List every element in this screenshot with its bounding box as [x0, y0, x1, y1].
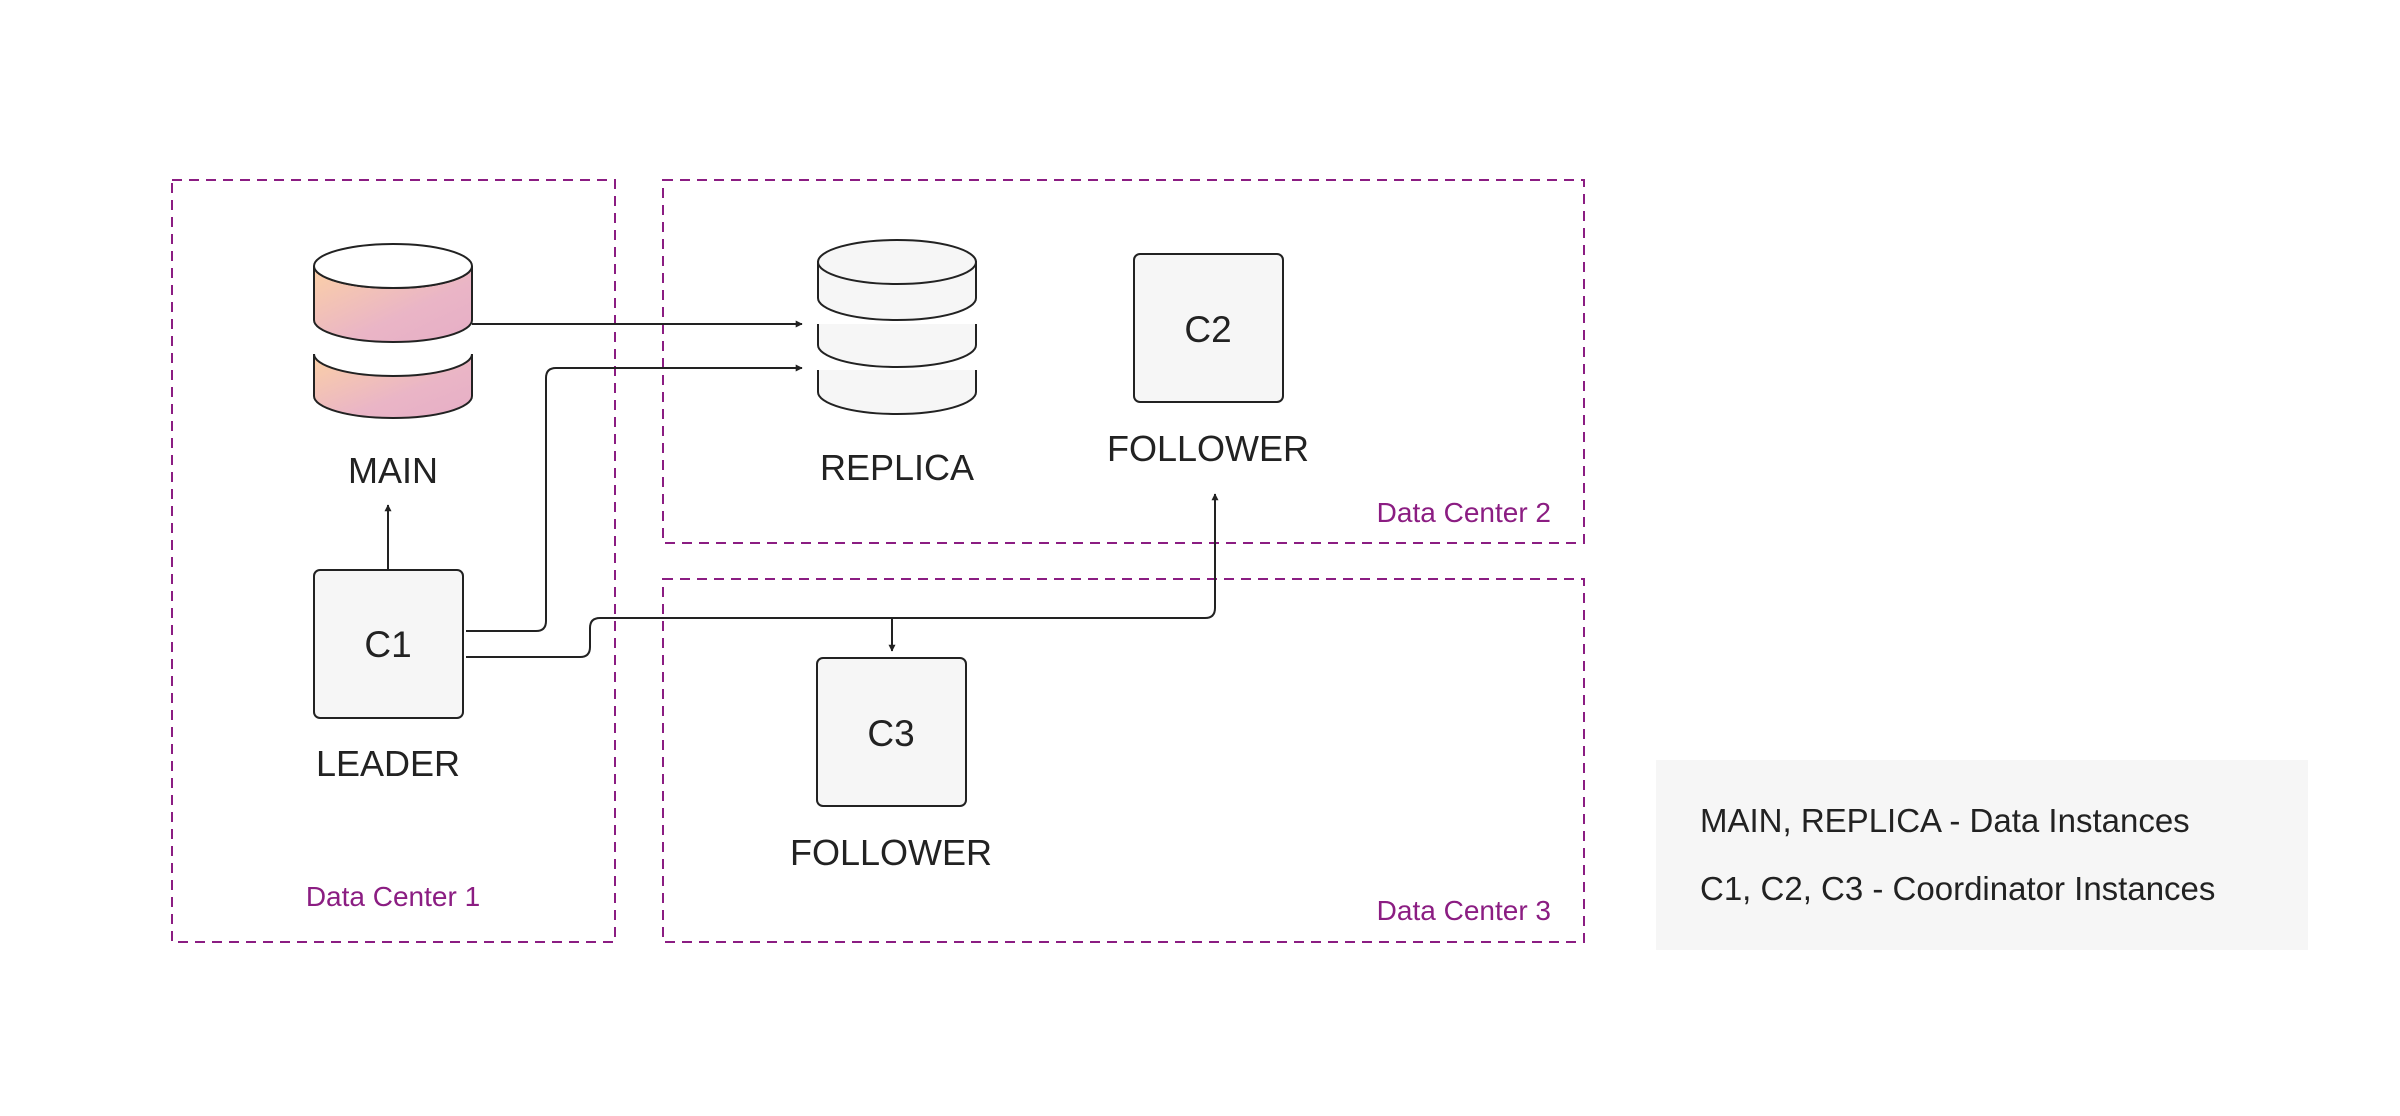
coordinator-c1: C1 LEADER [313, 569, 464, 784]
coordinator-role-c2: FOLLOWER [1107, 428, 1309, 469]
connections [384, 320, 1219, 658]
coordinator-name-c2: C2 [1184, 309, 1231, 350]
coordinator-c3: C3 FOLLOWER [790, 657, 992, 873]
region-label-data-center-1: Data Center 1 [306, 881, 480, 912]
legend-line-coordinator-instances: C1, C2, C3 - Coordinator Instances [1700, 870, 2215, 907]
coordinator-name-c3: C3 [867, 713, 914, 754]
region-label-data-center-3: Data Center 3 [1377, 895, 1551, 926]
database-replica: REPLICA [817, 239, 977, 488]
edge-c1-to-replica [466, 364, 803, 632]
coordinator-c2: C2 FOLLOWER [1107, 253, 1309, 469]
coordinator-name-c1: C1 [364, 624, 411, 665]
legend-line-data-instances: MAIN, REPLICA - Data Instances [1700, 802, 2190, 839]
database-icon [313, 243, 473, 419]
region-label-data-center-2: Data Center 2 [1377, 497, 1551, 528]
database-label-replica: REPLICA [820, 447, 974, 488]
coordinator-role-c3: FOLLOWER [790, 832, 992, 873]
legend: MAIN, REPLICA - Data Instances C1, C2, C… [1656, 760, 2308, 950]
edge-c1-to-c2 [466, 493, 1219, 658]
database-label-main: MAIN [348, 450, 438, 491]
database-icon [817, 239, 977, 415]
region-data-center-2: Data Center 2 [662, 179, 1585, 544]
coordinator-role-c1: LEADER [316, 743, 460, 784]
database-main: MAIN [313, 243, 473, 491]
region-data-center-3: Data Center 3 [662, 578, 1585, 943]
region-data-center-1: Data Center 1 [171, 179, 616, 943]
